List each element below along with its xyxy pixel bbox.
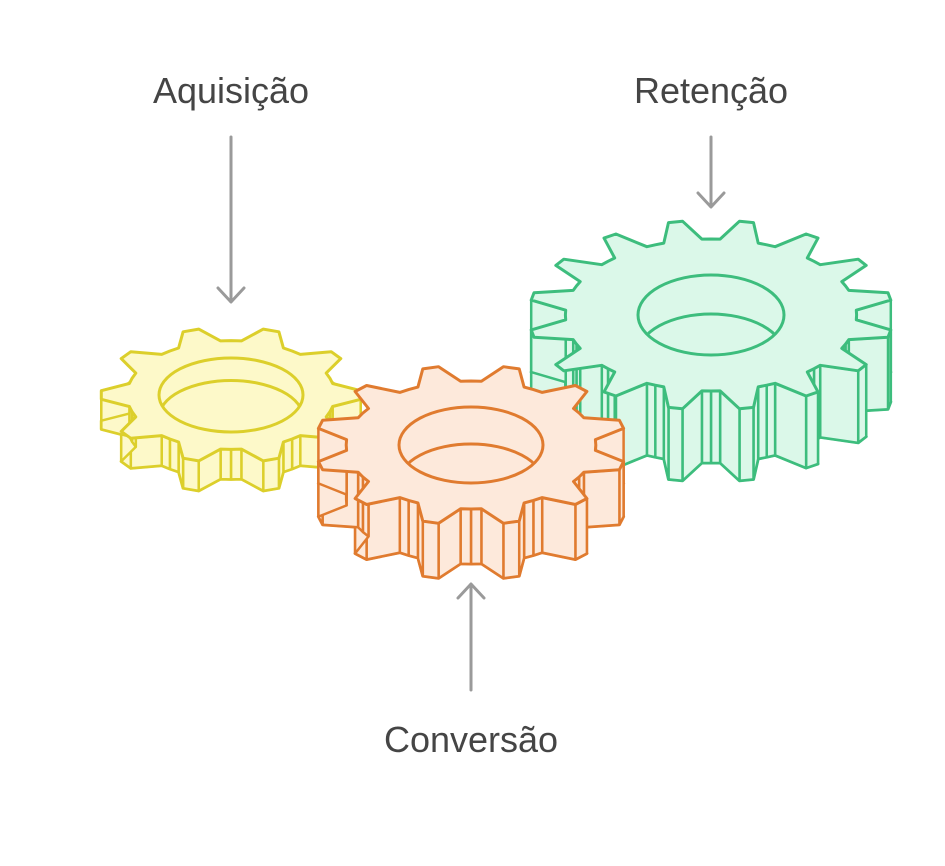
label-aquisicao: Aquisição: [153, 73, 309, 109]
arrow-retencao: [698, 137, 724, 207]
arrow-aquisicao: [218, 137, 244, 302]
gear-conversao: [318, 367, 623, 579]
label-conversao: Conversão: [384, 722, 558, 758]
gear-hole: [159, 358, 303, 432]
arrow-conversao: [458, 584, 484, 690]
label-retencao: Retenção: [634, 73, 788, 109]
gear-layer: [101, 221, 891, 578]
